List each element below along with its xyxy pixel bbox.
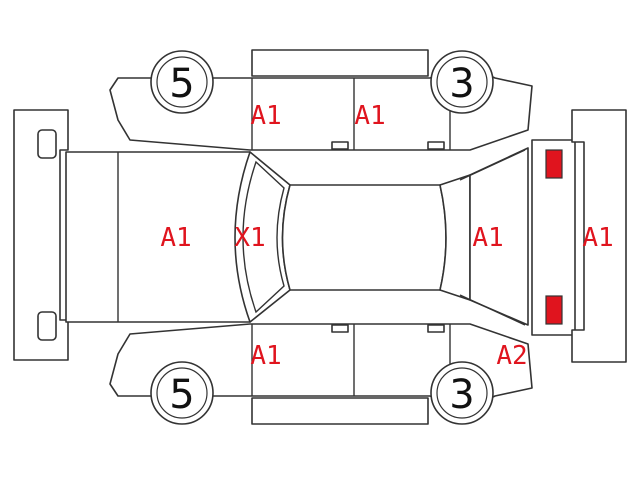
rear-window-panel xyxy=(439,174,471,301)
tire-rear-left: 3 xyxy=(430,50,494,114)
hood-panel xyxy=(65,151,251,323)
tire-front-right-label: 5 xyxy=(169,372,194,418)
rear-bumper xyxy=(531,109,627,363)
roof-panel xyxy=(281,184,447,291)
tire-front-left-label: 5 xyxy=(169,61,194,107)
front-bumper xyxy=(13,109,69,361)
tire-rear-right: 3 xyxy=(430,361,494,425)
tire-front-left: 5 xyxy=(150,50,214,114)
tire-rear-left-label: 3 xyxy=(449,61,474,107)
code-trunk: A1 xyxy=(472,223,503,253)
code-rear-right-quarter: A2 xyxy=(496,341,527,371)
tire-front-right: 5 xyxy=(150,361,214,425)
code-hood: A1 xyxy=(160,223,191,253)
code-front-left-door: A1 xyxy=(250,101,281,131)
code-windshield: X1 xyxy=(234,223,265,253)
code-rear-left-door: A1 xyxy=(354,101,385,131)
rear-lamp-top xyxy=(545,149,563,179)
tire-rear-right-label: 3 xyxy=(449,372,474,418)
code-front-right-door: A1 xyxy=(250,341,281,371)
rear-lamp-bottom xyxy=(545,295,563,325)
left-side-body xyxy=(109,49,533,151)
right-side-body xyxy=(109,323,533,425)
code-rear-bumper: A1 xyxy=(582,223,613,253)
